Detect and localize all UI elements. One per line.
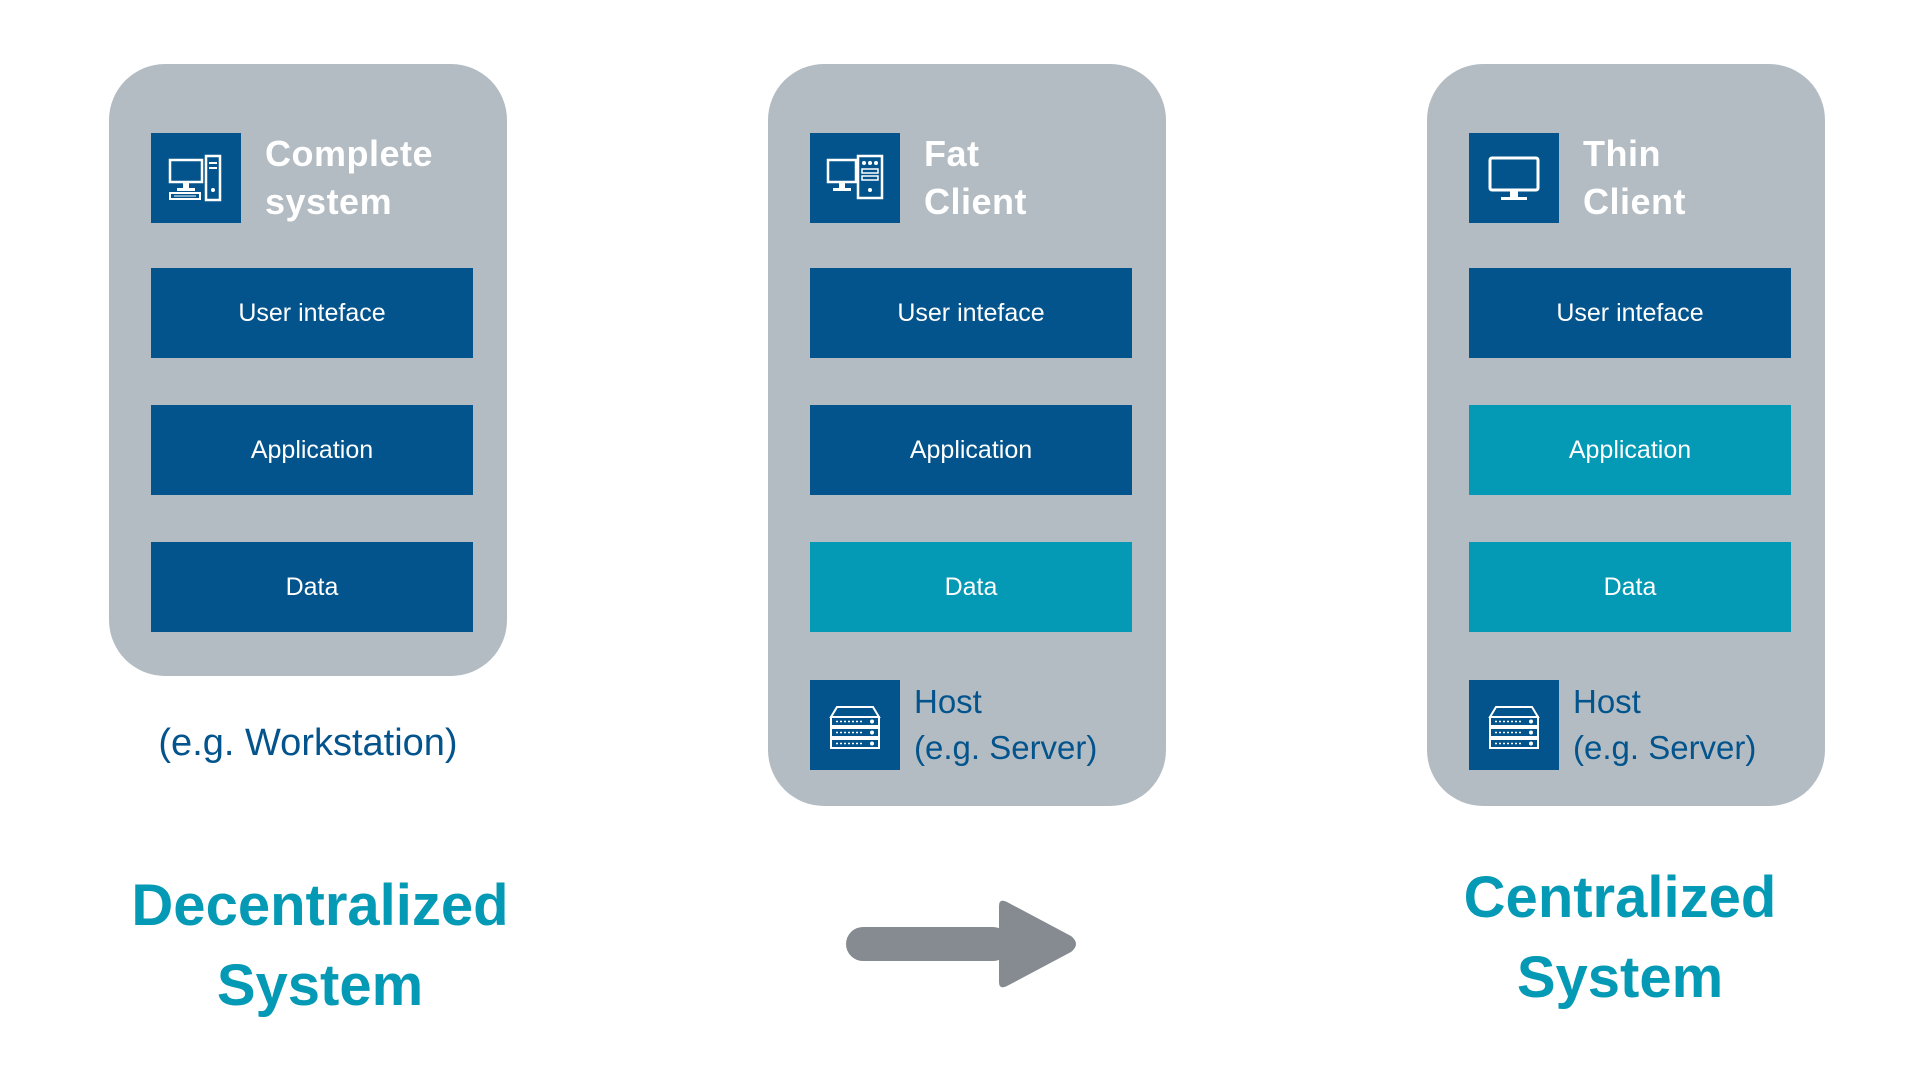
example-workstation: (e.g. Workstation) [158,722,458,764]
card-title-line: Client [1583,181,1687,222]
host-row: Host (e.g. Server) [1469,679,1756,771]
card-header: Thin Client [1469,130,1686,226]
host-title: Host [1573,683,1641,720]
layer-data: Data [151,542,473,632]
card-title-line: system [265,181,393,222]
fat-client-icon [810,133,900,223]
layer-user-interface: User inteface [1469,268,1791,358]
card-title: Complete system [265,130,433,226]
card-complete-system: Complete system User inteface Applicatio… [109,64,507,676]
layer-application: Application [810,405,1132,495]
card-title-line: Complete [265,133,434,174]
monitor-icon [1469,133,1559,223]
heading-line: Centralized [1463,865,1777,930]
heading-line: System [1516,945,1724,1010]
desktop-tower-icon [151,133,241,223]
heading-line: Decentralized [131,873,509,938]
layer-application: Application [1469,405,1791,495]
host-label: Host (e.g. Server) [914,679,1097,771]
card-title: Thin Client [1583,130,1686,226]
card-title-line: Client [924,181,1028,222]
heading-line: System [216,953,424,1018]
host-example: (e.g. Server) [1573,729,1757,766]
heading-centralized: Centralized System [1380,858,1860,1018]
layer-data: Data [1469,542,1791,632]
card-title-line: Fat [924,133,980,174]
card-title-line: Thin [1583,133,1661,174]
layer-application: Application [151,405,473,495]
layer-user-interface: User inteface [151,268,473,358]
host-title: Host [914,683,982,720]
host-example: (e.g. Server) [914,729,1098,766]
server-icon [810,680,900,770]
server-icon [1469,680,1559,770]
card-header: Fat Client [810,130,1027,226]
layer-data: Data [810,542,1132,632]
layer-user-interface: User inteface [810,268,1132,358]
host-label: Host (e.g. Server) [1573,679,1756,771]
card-title: Fat Client [924,130,1027,226]
arrow-right-icon [843,894,1085,999]
card-thin-client: Thin Client User inteface Application Da… [1427,64,1825,806]
card-fat-client: Fat Client User inteface Application Dat… [768,64,1166,806]
card-header: Complete system [151,130,433,226]
heading-decentralized: Decentralized System [80,866,560,1026]
host-row: Host (e.g. Server) [810,679,1097,771]
